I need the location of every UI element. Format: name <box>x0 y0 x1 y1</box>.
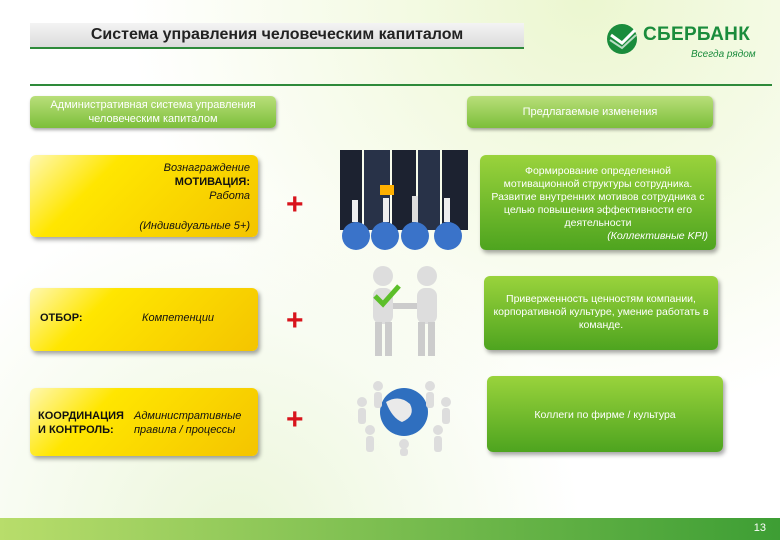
values-proposal-box: Приверженность ценностям компании, корпо… <box>484 276 718 350</box>
people-circle-globe-icon <box>357 381 451 456</box>
logo-tagline: Всегда рядом <box>691 49 756 60</box>
rules-label-2: правила / процессы <box>134 424 236 436</box>
motivation-proposal-note: (Коллективные KPI) <box>607 230 708 242</box>
logo-wordmark: СБЕРБАНК <box>643 24 751 45</box>
motivation-box: Вознаграждение МОТИВАЦИЯ: Работа (Индиви… <box>30 155 258 237</box>
right-column-header: Предлагаемые изменения <box>467 96 713 128</box>
page-number: 13 <box>753 522 766 534</box>
selection-box: ОТБОР: Компетенции <box>30 288 258 351</box>
handshake-figures-icon <box>373 266 437 356</box>
values-proposal-text: Приверженность ценностям компании, корпо… <box>493 293 709 331</box>
footer-bar <box>0 518 780 540</box>
work-label: Работа <box>209 190 250 202</box>
individual-label: (Индивидуальные 5+) <box>139 220 250 232</box>
coordination-label-1: КООРДИНАЦИЯ <box>38 410 124 422</box>
motivation-proposal-box: Формирование определенной мотивационной … <box>480 155 716 250</box>
rules-label-1: Административные <box>134 410 242 422</box>
selection-label: ОТБОР: <box>40 312 83 324</box>
reward-label: Вознаграждение <box>163 162 250 174</box>
competencies-label: Компетенции <box>142 312 215 324</box>
plus-sign-2: + <box>286 304 304 337</box>
sberbank-logo-icon <box>607 24 637 54</box>
sberbank-logo: СБЕРБАНК Всегда рядом <box>605 22 770 67</box>
plus-sign-1: + <box>286 188 304 221</box>
coordination-box: КООРДИНАЦИЯ И КОНТРОЛЬ: Административные… <box>30 388 258 456</box>
header-divider <box>30 84 772 86</box>
motivation-label: МОТИВАЦИЯ: <box>174 176 250 188</box>
plus-sign-3: + <box>286 403 304 436</box>
culture-proposal-box: Коллеги по фирме / культура <box>487 376 723 452</box>
motivation-proposal-text: Формирование определенной мотивационной … <box>491 165 705 229</box>
left-column-header: Административная система управления чело… <box>30 96 276 128</box>
globe-figures-icon <box>340 150 468 250</box>
page-title: Система управления человеческим капитало… <box>30 23 524 49</box>
coordination-label-2: И КОНТРОЛЬ: <box>38 424 114 436</box>
culture-proposal-text: Коллеги по фирме / культура <box>534 409 676 421</box>
